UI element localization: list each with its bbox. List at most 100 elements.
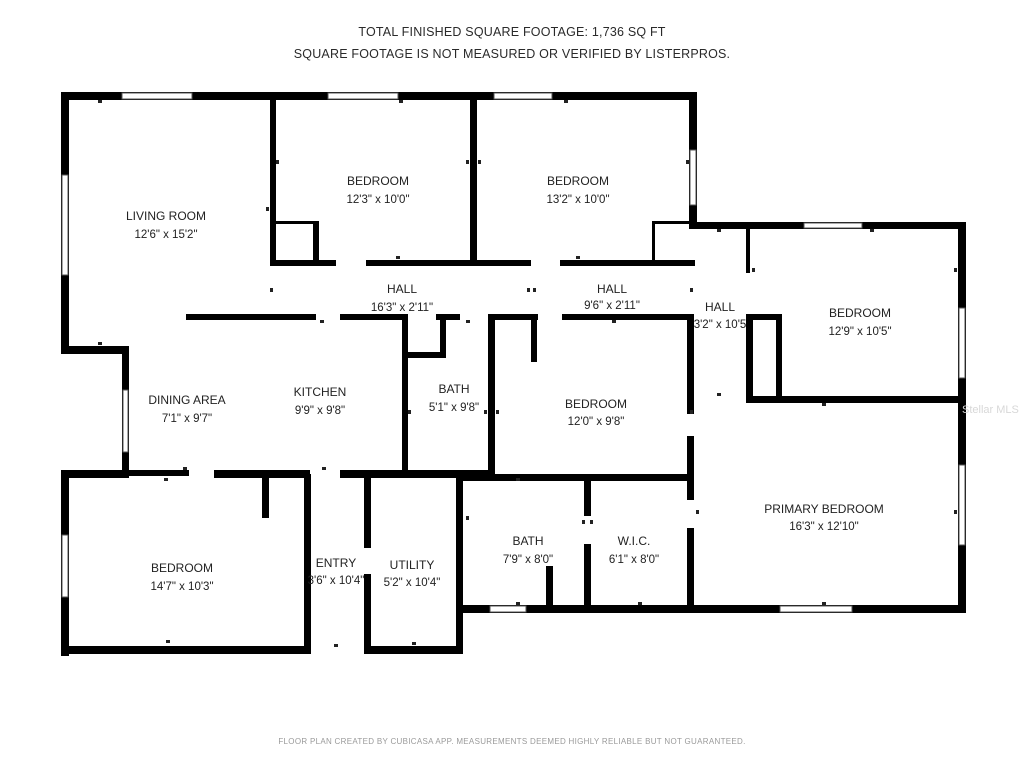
interior-walls: [129, 96, 966, 654]
square-footage-disclaimer: SQUARE FOOTAGE IS NOT MEASURED OR VERIFI…: [293, 47, 731, 61]
room-dims-hall-1: 16'3" x 2'11": [371, 302, 433, 314]
wall-bath1-right: [488, 314, 495, 476]
wall-bedroom5-closet: [262, 474, 269, 518]
wall-bedroom4-right-lower: [687, 436, 694, 478]
wall-bedroom4-right-upper: [687, 314, 694, 414]
room-name-bedroom-4: BEDROOM: [565, 397, 627, 411]
wall-bath1-closet-bottom: [402, 352, 446, 358]
wall-bedroom3-closet-top: [746, 314, 782, 320]
dimension-ticks: [98, 100, 957, 647]
wall-wic-right-lower: [687, 528, 694, 612]
wall-bedroom3-closet-side: [776, 314, 782, 400]
wall-bedroom4-top-left: [488, 314, 538, 320]
window-primary-right: [958, 464, 966, 546]
wall-bath2-top: [456, 474, 694, 481]
wall-living-notch: [61, 346, 125, 354]
wall-bedroom1-bottom-left: [270, 260, 336, 266]
room-name-bath-2: BATH: [512, 534, 543, 548]
wall-bedroom4-closet: [531, 314, 537, 362]
room-dims-bath-2: 7'9" x 8'0": [503, 554, 553, 566]
room-name-kitchen: KITCHEN: [294, 385, 347, 399]
wall-kitchen-top-right: [340, 314, 408, 320]
floor-plan-disclaimer-footer: FLOOR PLAN CREATED BY CUBICASA APP. MEAS…: [278, 737, 746, 746]
wall-bath1-left: [402, 314, 408, 476]
wall-bedroom1-closet-top: [276, 221, 316, 224]
wall-kitchen-top: [186, 314, 316, 320]
room-name-bedroom-3: BEDROOM: [829, 306, 891, 320]
room-name-hall-2: HALL: [597, 282, 627, 296]
room-dims-entry: 3'6" x 10'4": [308, 575, 365, 587]
room-dims-bedroom-2: 13'2" x 10'0": [546, 194, 609, 206]
window-bath2-bottom: [489, 605, 527, 613]
wall-wic-right-upper: [687, 478, 694, 500]
wall-bedroom3-left-lower: [746, 314, 753, 403]
mls-watermark: Stellar MLS: [962, 404, 1019, 416]
wall-bottom-bedroom: [61, 646, 311, 654]
room-dims-hall-2: 9'6" x 2'11": [584, 300, 640, 312]
wall-dining-bottom-notch: [61, 470, 129, 478]
windows: [61, 92, 966, 613]
wall-bath1-top: [436, 314, 460, 320]
room-name-bedroom-1: BEDROOM: [347, 174, 409, 188]
window-bedroom1-top: [327, 92, 399, 100]
room-dims-utility: 5'2" x 10'4": [384, 577, 441, 589]
wall-dining-bottom: [129, 470, 189, 476]
wall-bedroom1-bottom-right: [366, 260, 477, 266]
wall-bath1-closet-side: [440, 314, 446, 358]
room-name-utility: UTILITY: [390, 558, 435, 572]
wall-right: [958, 222, 966, 613]
room-dims-bedroom-3: 12'9" x 10'5": [828, 326, 891, 338]
wall-bedroom2-closet: [652, 221, 694, 224]
wall-bedroom2-bottom-left: [477, 260, 531, 266]
window-bedroom2-top: [493, 92, 553, 100]
room-dims-living-room: 12'6" x 15'2": [134, 229, 197, 241]
wall-bath2-right-upper: [584, 478, 591, 516]
wall-bedroom3-bottom: [746, 396, 966, 403]
room-name-wic: W.I.C.: [618, 534, 651, 548]
window-bedroom2-right: [689, 149, 697, 206]
window-bedroom3-top: [803, 222, 863, 229]
room-labels: LIVING ROOM 12'6" x 15'2" BEDROOM 12'3" …: [126, 174, 892, 593]
wall-entry-right-upper: [364, 474, 371, 548]
wall-bedroom2-closet-side: [652, 221, 655, 261]
room-dims-kitchen: 9'9" x 9'8": [295, 405, 345, 417]
room-dims-bedroom-5: 14'7" x 10'3": [150, 581, 213, 593]
room-dims-bedroom-4: 12'0" x 9'8": [568, 416, 625, 428]
room-dims-bath-1: 5'1" x 9'8": [429, 402, 479, 414]
room-dims-bedroom-1: 12'3" x 10'0": [346, 194, 409, 206]
room-name-primary-bedroom: PRIMARY BEDROOM: [764, 502, 884, 516]
wall-bedroom3-left-upper: [746, 229, 750, 273]
room-dims-hall-3: 3'2" x 10'5: [694, 319, 747, 331]
room-name-living-room: LIVING ROOM: [126, 209, 206, 223]
wall-bedroom4-top-right: [562, 314, 694, 320]
wall-bath2-right-lower: [584, 544, 591, 612]
room-name-hall-1: HALL: [387, 282, 417, 296]
wall-bedroom-divider: [470, 96, 477, 266]
window-living-top: [121, 92, 193, 100]
wall-entry-right-lower: [364, 574, 371, 654]
window-dining-left: [122, 389, 129, 453]
window-bedroom3-right: [958, 307, 966, 379]
window-living-left: [61, 174, 69, 276]
wall-bedroom1-left: [270, 96, 276, 266]
wall-entry-left: [304, 474, 311, 654]
room-dims-wic: 6'1" x 8'0": [609, 554, 659, 566]
room-name-entry: ENTRY: [316, 556, 356, 570]
window-primary-bottom: [779, 605, 853, 613]
room-name-dining-area: DINING AREA: [148, 393, 225, 407]
wall-utility-right: [456, 474, 463, 654]
wall-bottom-utility: [364, 646, 462, 654]
room-dims-primary-bedroom: 16'3" x 12'10": [789, 521, 858, 533]
wall-bedroom2-bottom-right: [560, 260, 695, 266]
wall-entry-top: [340, 470, 490, 478]
wall-bath2-fixture: [546, 566, 553, 612]
wall-bedroom1-closet: [313, 221, 319, 266]
room-dims-dining-area: 7'1" x 9'7": [162, 413, 212, 425]
wall-bottom-east: [456, 605, 966, 613]
room-name-bedroom-5: BEDROOM: [151, 561, 213, 575]
total-square-footage-title: TOTAL FINISHED SQUARE FOOTAGE: 1,736 SQ …: [358, 25, 666, 39]
room-name-bath-1: BATH: [438, 382, 469, 396]
room-name-hall-3: HALL: [705, 300, 735, 314]
window-bedroom5-left: [61, 534, 69, 598]
